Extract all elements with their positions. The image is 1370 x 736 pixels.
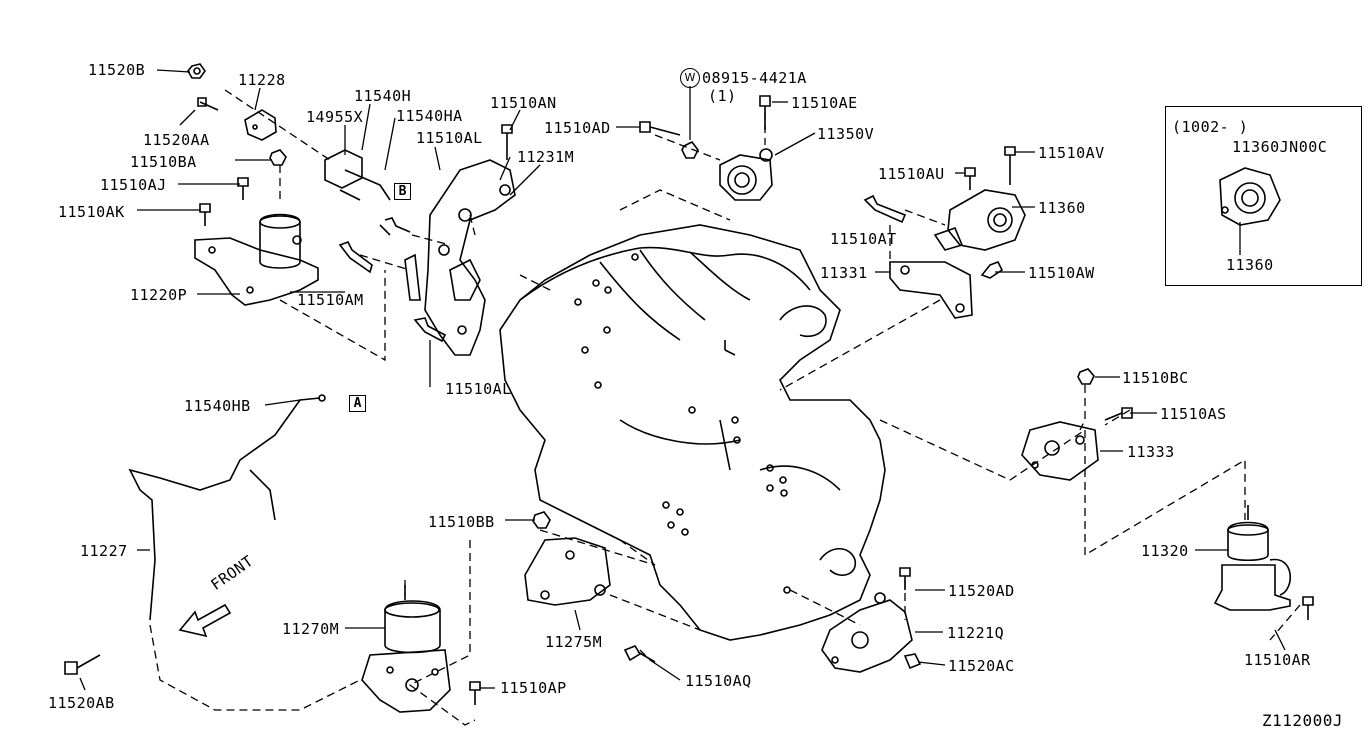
nut-11520b <box>187 63 206 79</box>
label-11510ba: 11510BA <box>130 153 197 171</box>
label-11510ad: 11510AD <box>544 119 611 137</box>
label-11320: 11320 <box>1141 542 1189 560</box>
bolt-11510av <box>1004 146 1016 185</box>
bracket-11231m <box>404 159 516 356</box>
label-11520b: 11520B <box>88 61 146 79</box>
mount-11333 <box>1021 421 1099 481</box>
mount-11360 <box>933 189 1026 251</box>
bolt-11520ac <box>903 653 922 670</box>
components <box>64 63 1314 713</box>
dashed-leaders <box>149 89 1301 726</box>
inset-part-top: 11360JN00C <box>1232 138 1328 156</box>
label-11510av: 11510AV <box>1038 144 1105 162</box>
bracket-11331 <box>889 261 973 319</box>
bolt-11510ap <box>469 681 481 705</box>
bolt-11510ae <box>759 95 771 130</box>
mount-11220p <box>194 213 319 306</box>
label-11360: 11360 <box>1038 199 1086 217</box>
harness-11540hb <box>128 394 326 621</box>
bolt-11510aw <box>980 260 1004 279</box>
label-11540hb: 11540HB <box>184 397 251 415</box>
label-11220p: 11220P <box>130 286 188 304</box>
bolt-11520ab <box>64 654 101 675</box>
label-11231m: 11231M <box>517 148 575 166</box>
label-08915: 08915-4421A <box>702 69 807 87</box>
label-11228: 11228 <box>238 71 286 89</box>
label-11520aa: 11520AA <box>143 131 210 149</box>
label-08915-qty: (1) <box>708 87 737 105</box>
mount-11270m <box>361 585 451 713</box>
label-11510at: 11510AT <box>830 230 897 248</box>
label-11520ad: 11520AD <box>948 582 1015 600</box>
bolt-11510ak <box>199 203 211 226</box>
engine-block <box>499 224 886 641</box>
label-11510an: 11510AN <box>490 94 557 112</box>
label-11510ae: 11510AE <box>791 94 858 112</box>
nut-11510bc <box>1077 368 1095 385</box>
label-11510aj: 11510AJ <box>100 176 167 194</box>
tag-a: A <box>349 395 366 412</box>
bolt-11510ar <box>1302 596 1314 620</box>
mount-11320 <box>1213 505 1292 611</box>
nut-11510ba <box>269 149 287 166</box>
label-11510am: 11510AM <box>297 291 364 309</box>
bolt-11510an <box>501 124 513 160</box>
label-11520ac: 11520AC <box>948 657 1015 675</box>
label-11510bb: 11510BB <box>428 513 495 531</box>
mount-11360-inset <box>1219 167 1281 226</box>
solid-leaders <box>79 69 1286 691</box>
label-11275m: 11275M <box>545 633 603 651</box>
nut-11510bb <box>532 511 551 529</box>
label-11540ha: 11540HA <box>396 107 463 125</box>
front-arrow-icon <box>178 603 232 638</box>
label-11520ab: 11520AB <box>48 694 115 712</box>
label-11270m: 11270M <box>282 620 340 638</box>
bolt-11510ad <box>639 121 681 136</box>
bracket-11228 <box>244 109 277 141</box>
bolt-11510am <box>338 240 373 274</box>
diagram-code: Z112000J <box>1262 711 1344 730</box>
variant-inset: (1002- ) 11360JN00C 11360 <box>1165 106 1362 286</box>
bracket-11275m <box>524 537 611 606</box>
bolt-11510aj <box>237 177 249 200</box>
bolt-11510aq <box>623 645 656 663</box>
label-11510al-bottom: 11510AL <box>445 380 512 398</box>
tag-b: B <box>394 183 411 200</box>
bolt-11510au <box>964 167 976 190</box>
mount-11350v <box>719 148 773 201</box>
label-11510ak: 11510AK <box>58 203 125 221</box>
inset-range-label: (1002- ) <box>1172 118 1249 136</box>
washer-symbol: W <box>680 68 700 88</box>
label-11510ar: 11510AR <box>1244 651 1311 669</box>
label-14955x: 14955X <box>306 108 364 126</box>
label-11510as: 11510AS <box>1160 405 1227 423</box>
label-11350v: 11350V <box>817 125 875 143</box>
label-11221q: 11221Q <box>947 624 1005 642</box>
label-11510ap: 11510AP <box>500 679 567 697</box>
bolt-11510as <box>1104 407 1133 421</box>
bolt-11510at <box>863 194 907 224</box>
mount-11221q <box>821 592 913 673</box>
label-11510au: 11510AU <box>878 165 945 183</box>
bolt-11520aa <box>197 97 219 111</box>
washer-08915 <box>681 140 699 159</box>
label-11540h: 11540H <box>354 87 412 105</box>
bolt-11520ad <box>899 567 911 590</box>
label-11510bc: 11510BC <box>1122 369 1189 387</box>
sensor-14955x <box>324 149 391 201</box>
bolt-11510al-top <box>379 217 411 236</box>
label-11510aw: 11510AW <box>1028 264 1095 282</box>
label-11227: 11227 <box>80 542 128 560</box>
label-11510al-top: 11510AL <box>416 129 483 147</box>
inset-part-bottom: 11360 <box>1226 256 1274 274</box>
label-11510aq: 11510AQ <box>685 672 752 690</box>
bolt-11510al-bottom <box>413 317 447 343</box>
label-11333: 11333 <box>1127 443 1175 461</box>
label-11331: 11331 <box>820 264 868 282</box>
